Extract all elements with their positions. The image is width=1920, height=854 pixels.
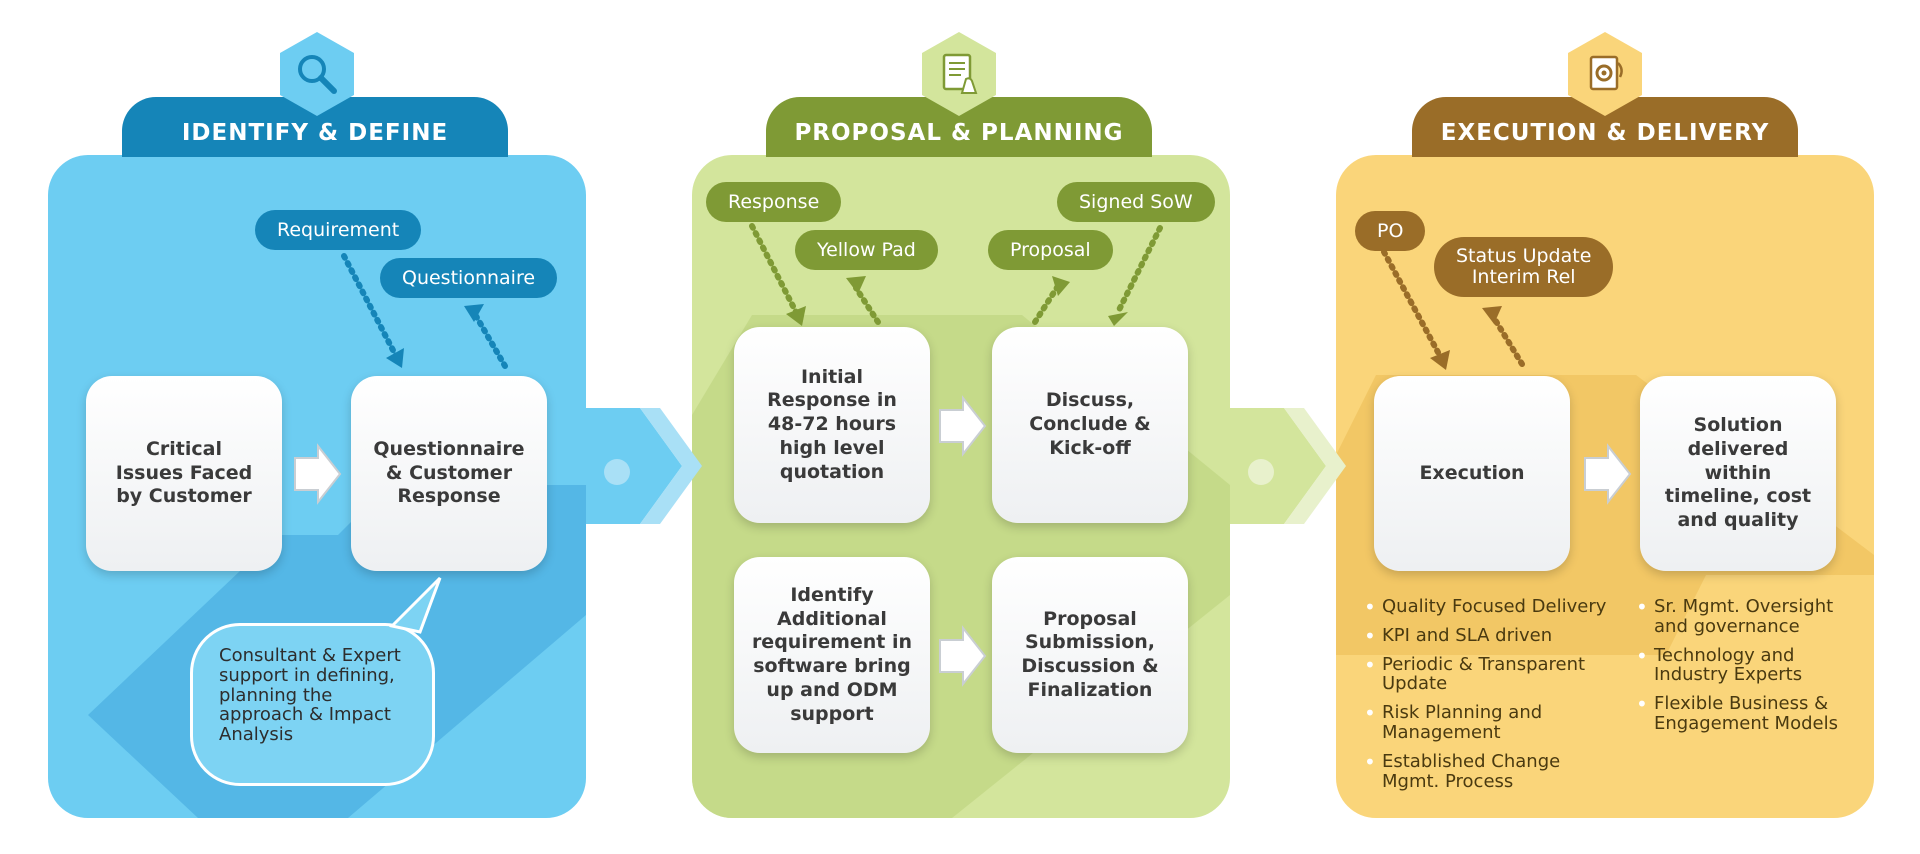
po-pill: PO: [1355, 211, 1426, 251]
status-update-pill: Status Update Interim Rel: [1434, 237, 1614, 297]
execution-title: EXECUTION & DELIVERY: [1440, 120, 1770, 146]
requirement-pill: Requirement: [255, 210, 422, 250]
yellow-pad-pill: Yellow Pad: [795, 230, 938, 270]
execution-box: Execution: [1374, 376, 1570, 571]
initial-response-box: Initial Response in 48-72 hours high lev…: [734, 327, 930, 523]
identify-additional-box: Identify Additional requirement in softw…: [734, 557, 930, 753]
bullet-item: Established Change Mgmt. Process: [1364, 751, 1634, 792]
chevron-connector-1: [586, 408, 702, 524]
magnifier-icon: [280, 32, 354, 116]
bullet-item: Technology and Industry Experts: [1636, 645, 1876, 686]
critical-issues-box: Critical Issues Faced by Customer: [86, 376, 282, 571]
chevron-connector-2: [1230, 408, 1346, 524]
proposal-title: PROPOSAL & PLANNING: [794, 120, 1124, 146]
proposal-submission-box: Proposal Submission, Discussion & Finali…: [992, 557, 1188, 753]
execution-bullets-left: Quality Focused Delivery KPI and SLA dri…: [1364, 596, 1634, 800]
proposal-pill: Proposal: [988, 230, 1113, 270]
response-pill: Response: [706, 182, 842, 222]
questionnaire-pill: Questionnaire: [380, 258, 558, 298]
bullet-item: KPI and SLA driven: [1364, 625, 1634, 647]
bullet-item: Flexible Business & Engagement Models: [1636, 693, 1876, 734]
bullet-item: Periodic & Transparent Update: [1364, 654, 1634, 695]
identify-title: IDENTIFY & DEFINE: [181, 120, 449, 146]
gear-document-icon: [1568, 32, 1642, 116]
bullet-item: Risk Planning and Management: [1364, 702, 1634, 743]
solution-delivered-box: Solution delivered within timeline, cost…: [1640, 376, 1836, 571]
discuss-conclude-box: Discuss, Conclude & Kick-off: [992, 327, 1188, 523]
bullet-item: Quality Focused Delivery: [1364, 596, 1634, 618]
signed-sow-pill: Signed SoW: [1057, 182, 1215, 222]
consultant-support-bubble: Consultant & Expert support in defining,…: [190, 623, 435, 786]
bullet-item: Sr. Mgmt. Oversight and governance: [1636, 596, 1876, 637]
questionnaire-response-box: Questionnaire & Customer Response: [351, 376, 547, 571]
execution-bullets-right: Sr. Mgmt. Oversight and governance Techn…: [1636, 596, 1876, 743]
execution-header: EXECUTION & DELIVERY: [1412, 97, 1798, 157]
